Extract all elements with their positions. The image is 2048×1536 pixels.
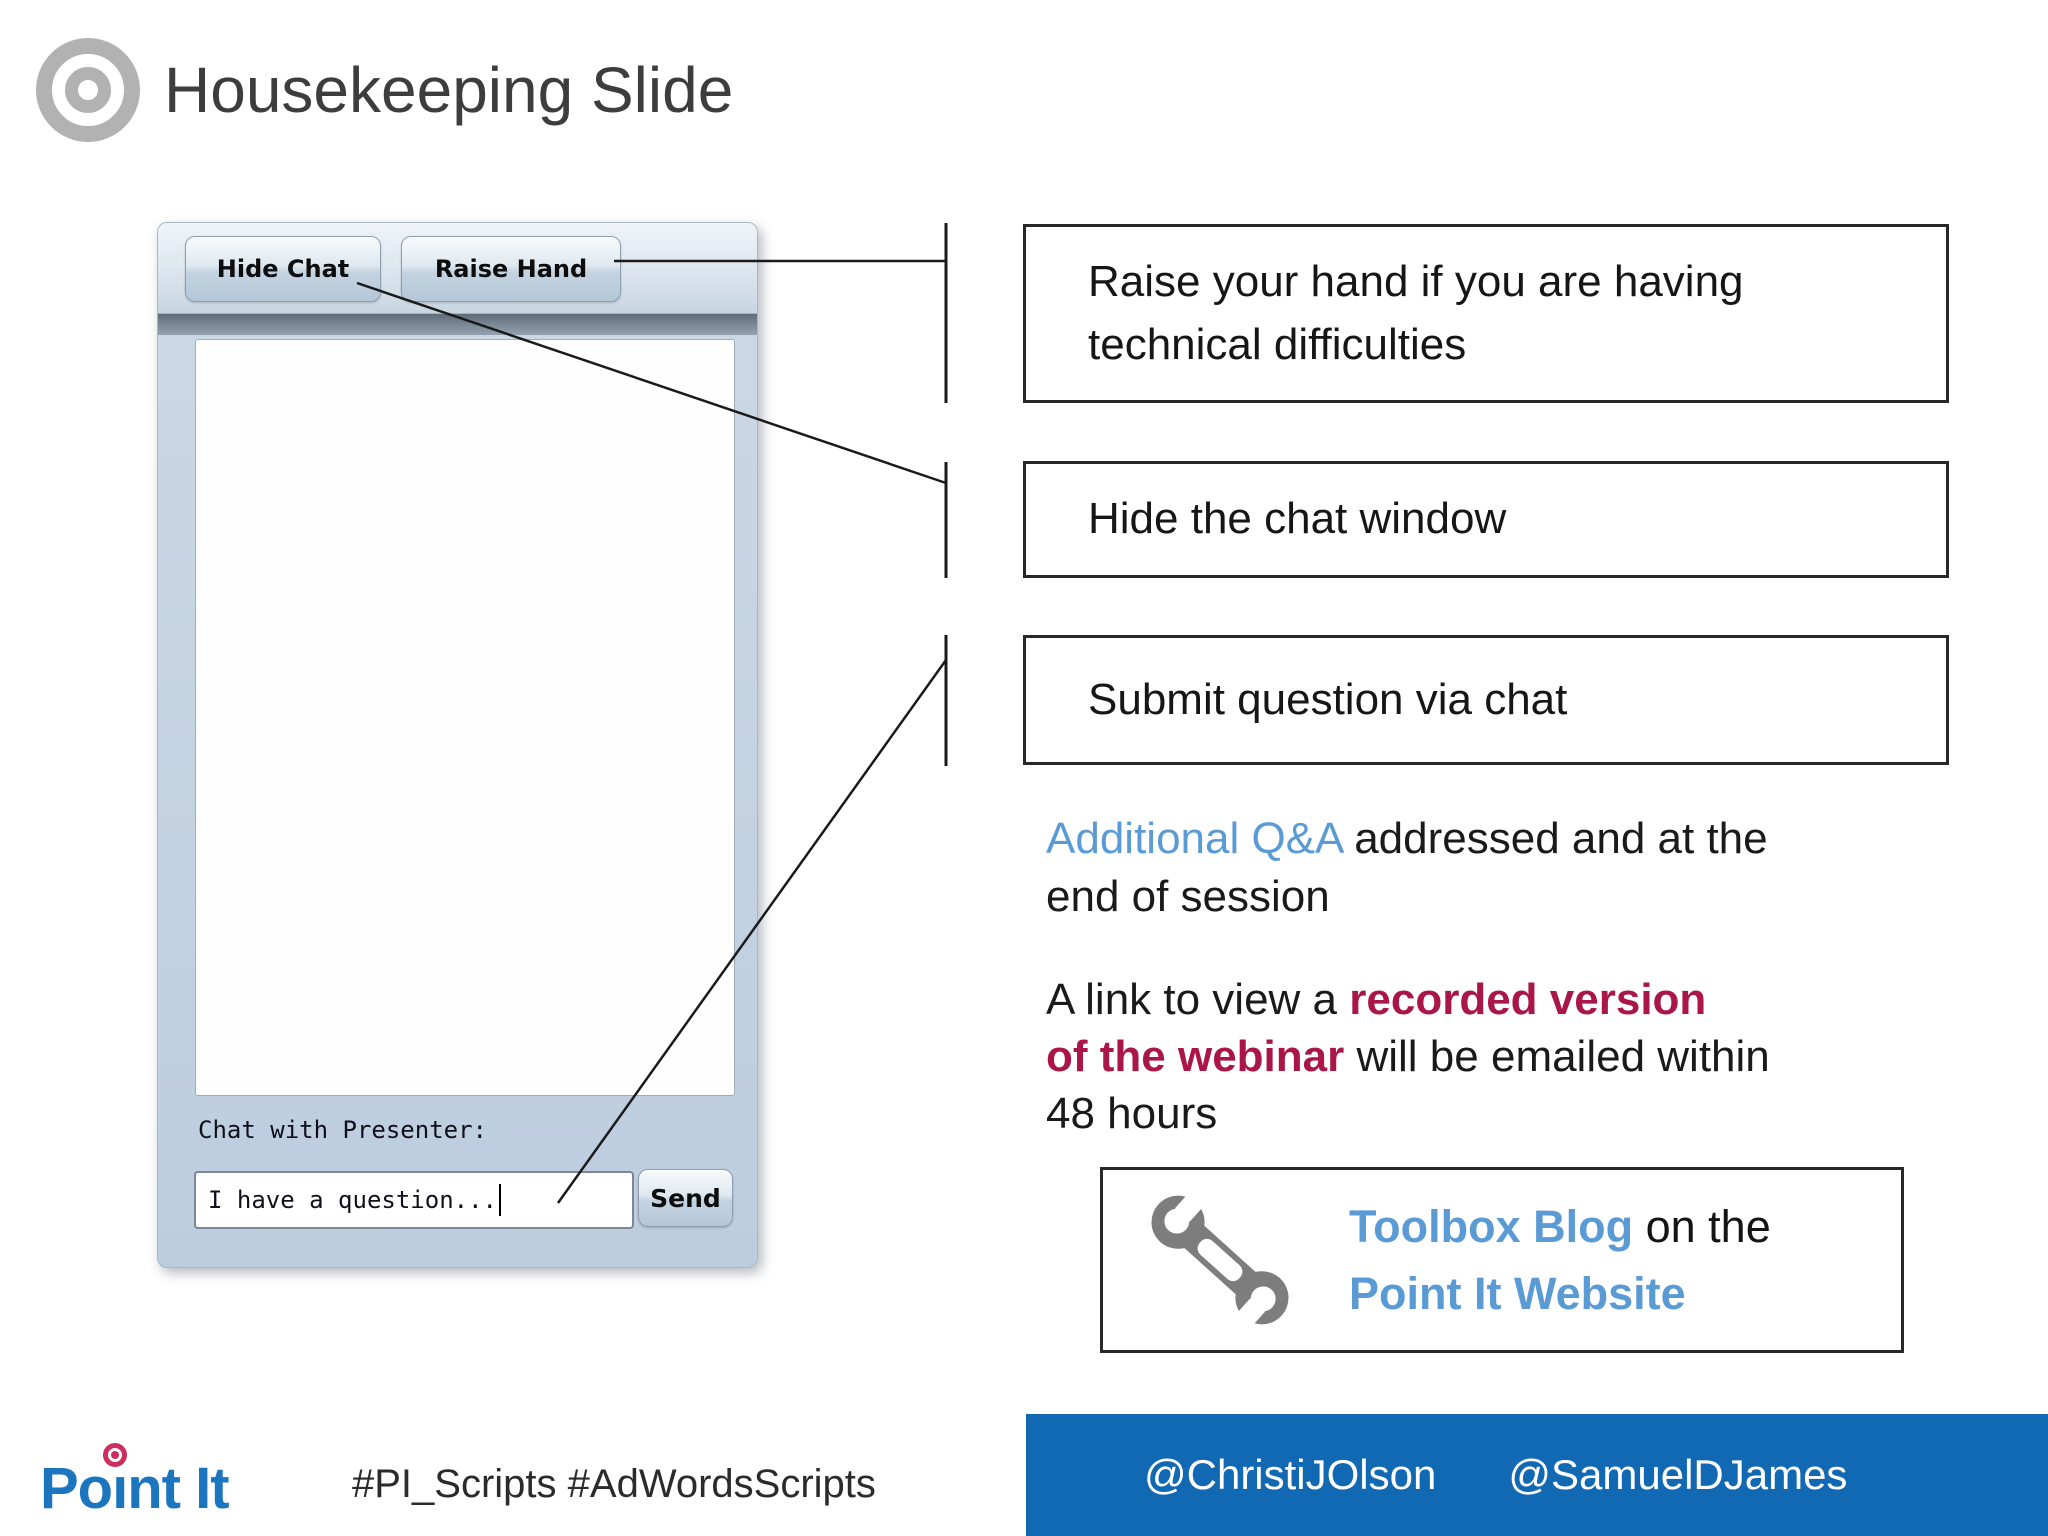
rec-line1-pre: A link to view a [1046, 975, 1350, 1024]
send-button[interactable]: Send [638, 1169, 733, 1227]
annotation-box-submit-question: Submit question via chat [1023, 635, 1949, 765]
chat-input-value: I have a question... [208, 1186, 497, 1214]
qa-line1-rest: addressed and at the [1341, 814, 1768, 863]
annotation-label: Hide the chat window [1088, 494, 1507, 544]
toolbox-line1-rest: on the [1633, 1200, 1771, 1252]
chat-message-area [195, 339, 735, 1096]
annotation-label: Submit question via chat [1088, 674, 1568, 724]
recording-note: A link to view a recorded version of the… [1046, 972, 1956, 1142]
bullseye-icon-inner-ring [65, 67, 111, 113]
chat-window-divider [158, 313, 757, 335]
rec-line2-rest: will be emailed within [1344, 1031, 1770, 1081]
pointit-logo: Poınt It [40, 1443, 230, 1522]
rec-line2-bold: of the webinar [1046, 1031, 1345, 1081]
annotation-box-raise-hand: Raise your hand if you are having techni… [1023, 224, 1949, 403]
chat-window: Hide Chat Raise Hand Chat with Presenter… [157, 222, 758, 1268]
chat-text-input[interactable]: I have a question... [194, 1171, 634, 1229]
title-row: Housekeeping Slide [36, 38, 733, 142]
qa-note: Additional Q&A addressed and at the end … [1046, 810, 1956, 926]
page-title: Housekeeping Slide [164, 54, 734, 126]
logo-text-part2: ınt It [112, 1456, 229, 1521]
annotation-label: Raise your hand if you are having techni… [1088, 257, 1744, 369]
chat-with-presenter-label: Chat with Presenter: [198, 1116, 487, 1144]
raise-hand-button[interactable]: Raise Hand [401, 236, 621, 302]
hide-chat-button[interactable]: Hide Chat [185, 236, 381, 302]
toolbox-text: Toolbox Blog on the Point It Website [1349, 1193, 1771, 1328]
logo-text-part1: Po [40, 1456, 113, 1521]
qa-line2: end of session [1046, 872, 1330, 922]
bullseye-icon [36, 38, 140, 142]
annotation-box-hide-chat: Hide the chat window [1023, 461, 1949, 578]
twitter-handle: @ChristiJOlson [1144, 1451, 1437, 1498]
rec-line1-bold: recorded version [1349, 975, 1707, 1024]
qa-highlight: Additional Q&A [1046, 814, 1342, 863]
logo-bullseye-icon [103, 1443, 127, 1467]
toolbox-blog-box: Toolbox Blog on the Point It Website [1100, 1167, 1904, 1353]
toolbox-blog-link[interactable]: Toolbox Blog [1349, 1200, 1634, 1252]
rec-line3: 48 hours [1046, 1088, 1218, 1138]
pointit-website-link[interactable]: Point It Website [1349, 1268, 1686, 1319]
twitter-handle: @SamuelDJames [1508, 1451, 1848, 1498]
social-handles-bar: @ChristiJOlson @SamuelDJames [1026, 1414, 2048, 1536]
text-cursor [498, 1184, 501, 1216]
wrench-icon [1151, 1186, 1289, 1334]
hashtags: #PI_Scripts #AdWordsScripts [352, 1462, 876, 1506]
